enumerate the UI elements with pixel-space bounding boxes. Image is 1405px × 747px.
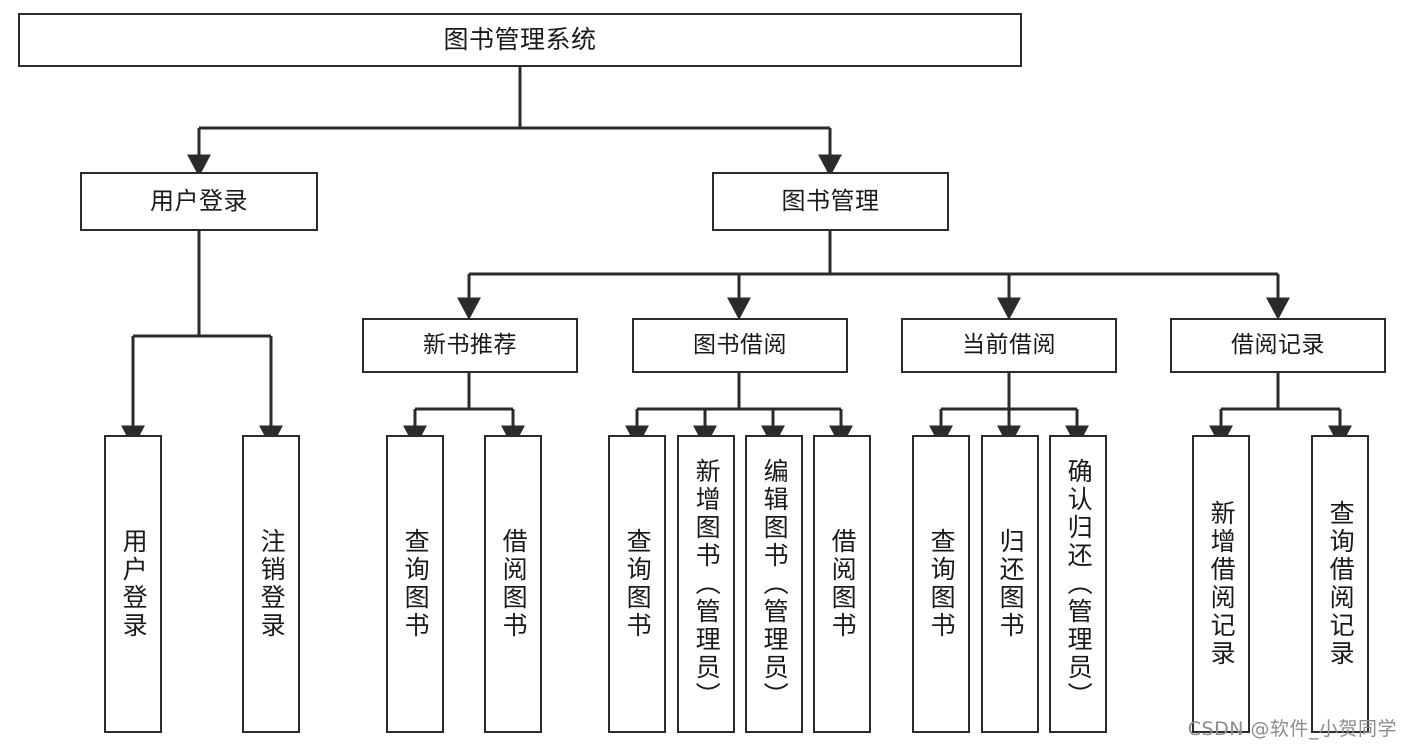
- node-label: 确认归还（管理员）: [1064, 458, 1094, 710]
- node-book-management[interactable]: 图书管理: [712, 172, 949, 231]
- node-label: 图书借阅: [693, 331, 787, 358]
- node-book-borrow[interactable]: 图书借阅: [632, 318, 848, 373]
- node-label: 借阅图书: [828, 528, 858, 640]
- leaf-book-borrow-query[interactable]: 查询图书: [608, 435, 666, 733]
- node-borrow-record[interactable]: 借阅记录: [1170, 318, 1386, 373]
- node-user-login[interactable]: 用户登录: [80, 172, 318, 231]
- node-label: 归还图书: [996, 528, 1026, 640]
- node-label: 查询图书: [623, 528, 653, 640]
- node-label: 新增借阅记录: [1207, 500, 1237, 668]
- node-label: 注销登录: [257, 528, 287, 640]
- node-label: 新增图书（管理员）: [692, 458, 722, 710]
- node-label: 查询图书: [927, 528, 957, 640]
- leaf-current-borrow-return[interactable]: 归还图书: [981, 435, 1039, 733]
- node-label: 查询图书: [401, 528, 431, 640]
- node-label: 查询借阅记录: [1326, 500, 1356, 668]
- csdn-watermark: CSDN @软件_小贺同学: [1187, 718, 1397, 740]
- node-root-system[interactable]: 图书管理系统: [18, 13, 1022, 67]
- node-label: 当前借阅: [962, 331, 1056, 358]
- node-label: 编辑图书（管理员）: [760, 458, 790, 710]
- leaf-new-book-borrow[interactable]: 借阅图书: [484, 435, 542, 733]
- node-label: 新书推荐: [423, 331, 517, 358]
- node-label: 借阅记录: [1231, 331, 1325, 358]
- node-label: 图书管理: [781, 187, 880, 216]
- leaf-current-borrow-query[interactable]: 查询图书: [912, 435, 970, 733]
- leaf-current-borrow-confirm-return[interactable]: 确认归还（管理员）: [1049, 435, 1107, 733]
- leaf-new-book-query[interactable]: 查询图书: [386, 435, 444, 733]
- leaf-user-login-login[interactable]: 用户登录: [104, 435, 162, 733]
- leaf-borrow-record-add[interactable]: 新增借阅记录: [1192, 435, 1250, 733]
- node-new-book-recommend[interactable]: 新书推荐: [362, 318, 578, 373]
- leaf-book-borrow-add[interactable]: 新增图书（管理员）: [677, 435, 735, 733]
- node-label: 借阅图书: [499, 528, 529, 640]
- leaf-borrow-record-query[interactable]: 查询借阅记录: [1311, 435, 1369, 733]
- node-current-borrow[interactable]: 当前借阅: [901, 318, 1117, 373]
- leaf-book-borrow-borrow[interactable]: 借阅图书: [813, 435, 871, 733]
- leaf-book-borrow-edit[interactable]: 编辑图书（管理员）: [745, 435, 803, 733]
- node-label: 用户登录: [119, 528, 149, 640]
- node-label: 图书管理系统: [443, 25, 597, 55]
- leaf-user-login-logout[interactable]: 注销登录: [242, 435, 300, 733]
- node-label: 用户登录: [150, 187, 248, 216]
